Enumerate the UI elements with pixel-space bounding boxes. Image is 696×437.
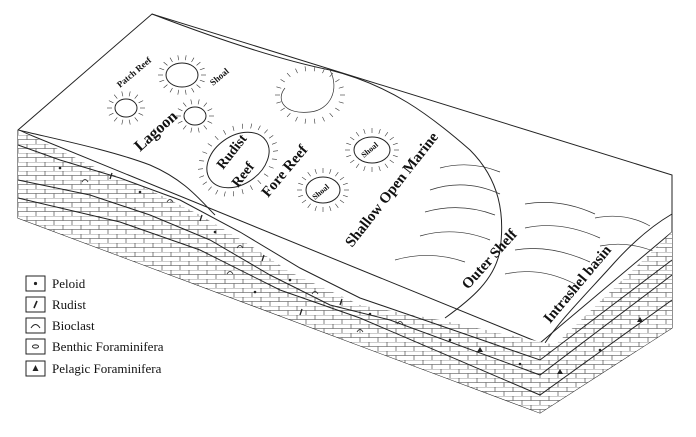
patch-reef-mound — [165, 62, 199, 88]
fossil-symbol — [396, 321, 404, 325]
legend-label-peloid: Peloid — [52, 276, 86, 291]
legend-label-bioclast: Bioclast — [52, 318, 95, 333]
fossil-symbol — [138, 190, 142, 194]
shoal-mound-2 — [353, 136, 391, 164]
legend: Peloid Rudist Bioclast Benthic Foraminif… — [25, 275, 164, 377]
fossil-symbols — [58, 166, 643, 374]
shoal-label-1: Shoal — [208, 66, 231, 88]
lagoon-label: Lagoon — [131, 108, 181, 155]
shoal-mound-3 — [305, 176, 341, 204]
fossil-symbol — [166, 199, 174, 203]
legend-label-rudist: Rudist — [52, 297, 86, 312]
fossil-symbol — [518, 362, 522, 366]
fossil-symbol — [236, 245, 244, 249]
legend-item-benthic-foraminifera: Benthic Foraminifera — [25, 338, 164, 355]
fossil-symbol — [81, 179, 89, 183]
shallow-open-marine-label: Shallow Open Marine — [343, 129, 443, 250]
legend-item-pelagic-foraminifera: Pelagic Foraminifera — [25, 360, 162, 377]
lagoon-mound — [114, 98, 138, 118]
reef-bodies — [114, 62, 391, 204]
legend-item-bioclast: Bioclast — [25, 317, 95, 334]
fore-reef-label: Fore Reef — [259, 142, 312, 201]
legend-label-pelagic-foraminifera: Pelagic Foraminifera — [52, 361, 162, 376]
rudist-reef-mound — [206, 131, 270, 189]
top-surface — [17, 13, 673, 344]
fossil-symbol — [598, 348, 602, 352]
fossil-symbol — [199, 214, 203, 222]
fossil-symbol — [448, 338, 452, 342]
patch-reef-label: Patch Reef — [115, 54, 154, 89]
fossil-symbol — [299, 308, 303, 316]
legend-item-peloid: Peloid — [25, 275, 86, 292]
shoal-label-2: Shoal — [360, 140, 381, 160]
fossil-symbol — [477, 347, 483, 352]
fossil-symbol — [557, 369, 563, 374]
fossil-symbol — [637, 317, 643, 322]
shoal-label-3: Shoal — [311, 182, 332, 202]
outer-shelf-label: Outer Shelf — [459, 226, 521, 293]
fossil-symbol — [311, 291, 319, 295]
fossil-symbol — [356, 329, 364, 333]
legend-label-benthic-foraminifera: Benthic Foraminifera — [52, 339, 164, 354]
pelagic-foraminifera-icon — [32, 365, 39, 371]
fossil-symbol — [261, 254, 265, 262]
benthic-foraminifera-icon — [32, 344, 39, 349]
fossil-symbol — [226, 271, 234, 275]
fossil-symbol — [213, 230, 217, 234]
bioclast-icon — [30, 324, 41, 329]
shoal-mound-1 — [183, 106, 207, 126]
peloid-icon — [33, 281, 38, 286]
fossil-symbol — [58, 166, 62, 170]
fossil-symbol — [288, 278, 292, 282]
reef-rays — [107, 55, 399, 212]
reef-label: Reef — [229, 160, 258, 191]
legend-item-rudist: Rudist — [25, 296, 86, 313]
fossil-symbol — [253, 290, 257, 294]
fossil-symbol — [368, 312, 372, 316]
fossil-symbol — [109, 172, 113, 180]
fossil-symbol — [339, 298, 343, 306]
rudist-icon — [33, 300, 38, 309]
